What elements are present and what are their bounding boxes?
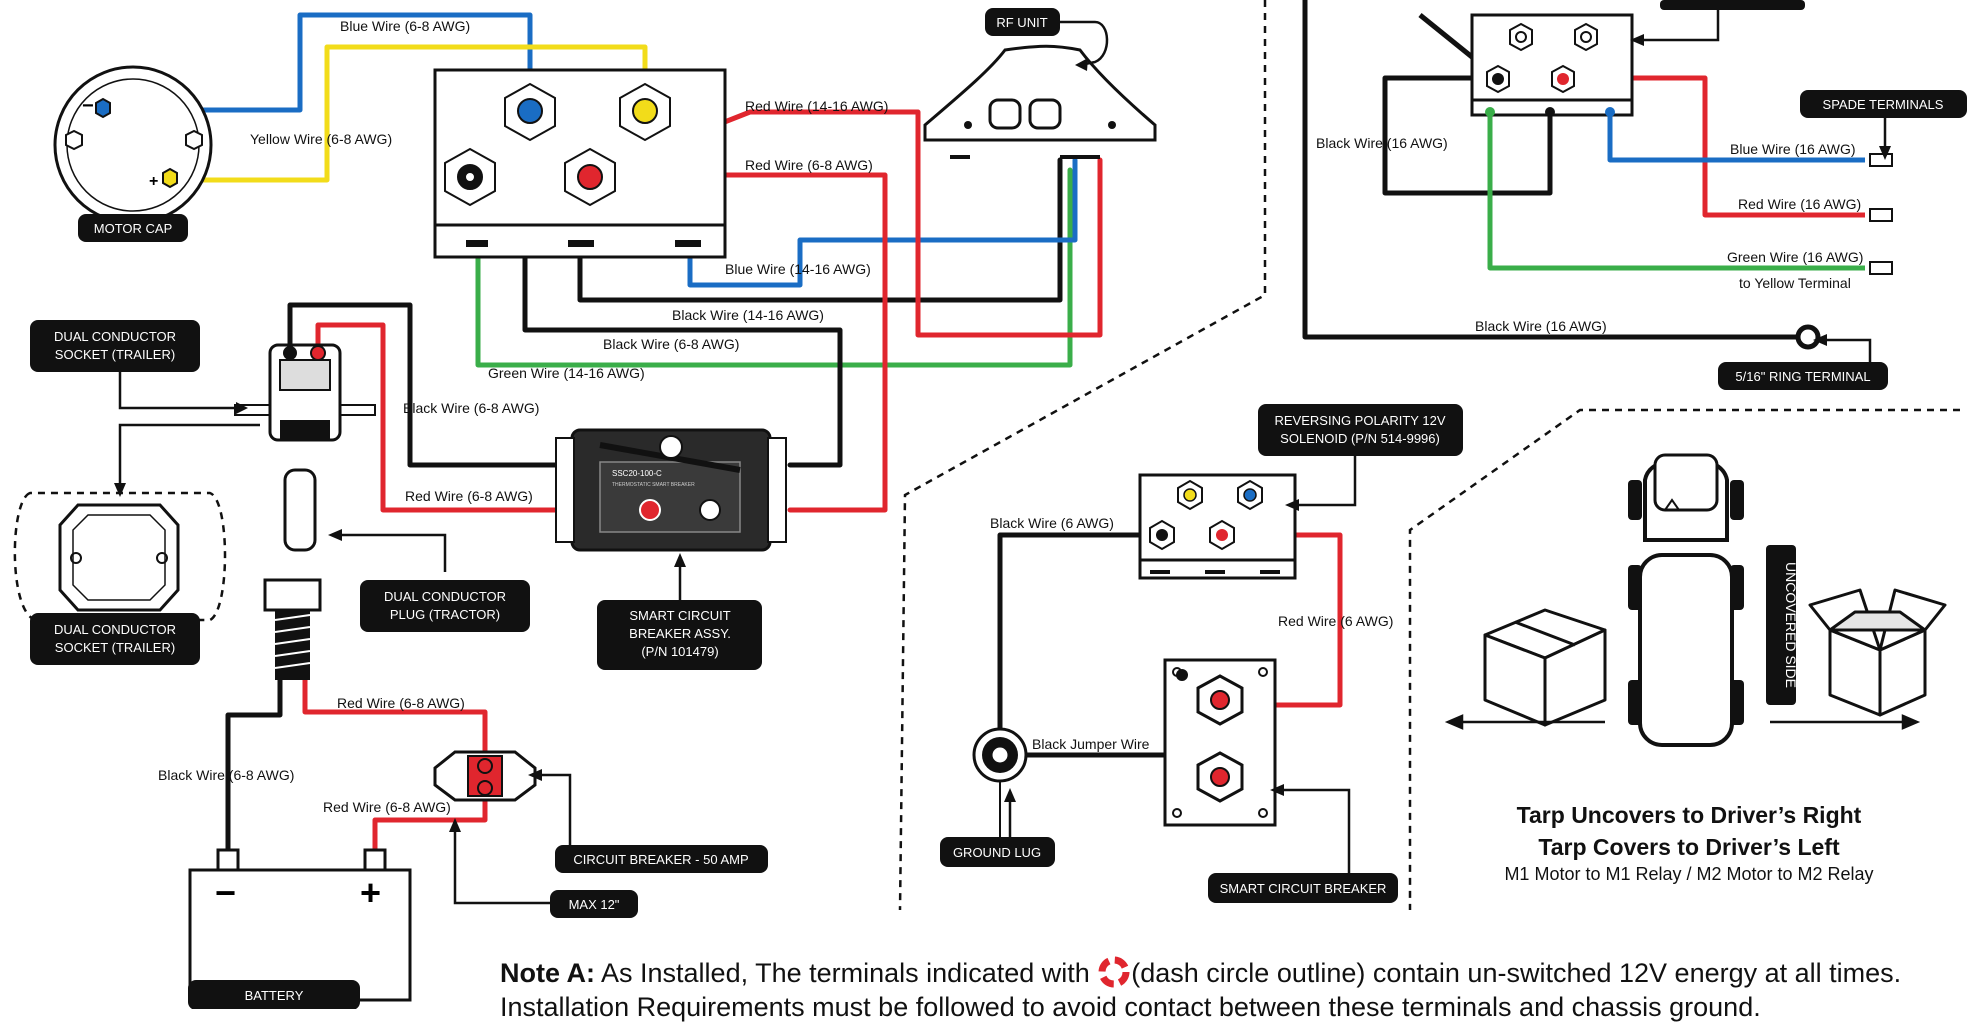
label-green-16: Green Wire (16 AWG) <box>1727 249 1863 265</box>
label-blue-6-8: Blue Wire (6-8 AWG) <box>340 18 470 34</box>
dash-circle-icon <box>1098 956 1130 988</box>
wire-labels: Blue Wire (6-8 AWG) Yellow Wire (6-8 AWG… <box>158 18 1863 815</box>
rf-detail-wires <box>1302 0 1865 340</box>
reversing-solenoid-callout-l2: SOLENOID (P/N 514-9996) <box>1280 431 1440 446</box>
smart-circuit-breaker-assembly: SSC20-100-C THERMOSTATIC SMART BREAKER <box>555 428 787 552</box>
label-red-6-8-left: Red Wire (6-8 AWG) <box>405 488 533 504</box>
smart-cb-callout: SMART CIRCUIT BREAKER <box>1220 881 1387 896</box>
spade-terminal-2 <box>1869 208 1893 222</box>
tarp-line-1: Tarp Uncovers to Driver’s Right <box>1516 802 1862 828</box>
label-black-jumper: Black Jumper Wire <box>1032 736 1150 752</box>
main-wires <box>100 12 1103 873</box>
label-yellow-6-8: Yellow Wire (6-8 AWG) <box>250 131 392 147</box>
rf-detail-solenoid <box>1470 13 1893 350</box>
ground-lug <box>972 727 1028 840</box>
dual-conductor-plug <box>263 468 322 680</box>
ground-lug-callout: GROUND LUG <box>953 845 1041 860</box>
label-red-6-8-top: Red Wire (6-8 AWG) <box>745 157 873 173</box>
motor-cap-callout: MOTOR CAP <box>94 221 173 236</box>
label-black-16-tr: Black Wire (16 AWG) <box>1316 135 1448 151</box>
note-line-2: Installation Requirements must be follow… <box>500 992 1761 1022</box>
motor-cap-minus: − <box>82 95 94 117</box>
note-text-before: As Installed, The terminals indicated wi… <box>595 958 1098 988</box>
dual-socket-top-callout-l2: SOCKET (TRAILER) <box>55 347 175 362</box>
label-black-6-8-mid: Black Wire (6-8 AWG) <box>603 336 739 352</box>
dual-socket-top-callout-l1: DUAL CONDUCTOR <box>54 329 176 344</box>
smart-cb-assy-callout-l3: (P/N 101479) <box>641 644 718 659</box>
motor-cap: − + <box>53 65 213 225</box>
dual-socket-bottom-callout-l2: SOCKET (TRAILER) <box>55 640 175 655</box>
main-solenoid <box>433 68 727 259</box>
smart-circuit-breaker <box>1163 658 1277 827</box>
tarp-line-3: M1 Motor to M1 Relay / M2 Motor to M2 Re… <box>1504 864 1874 884</box>
label-to-yellow: to Yellow Terminal <box>1739 275 1851 291</box>
callout-boxes <box>30 0 1967 1009</box>
max-12-callout: MAX 12" <box>569 897 620 912</box>
cb-50-callout: CIRCUIT BREAKER - 50 AMP <box>573 852 748 867</box>
label-red-6-8-battery: Red Wire (6-8 AWG) <box>323 799 451 815</box>
dual-socket-bottom-callout-l1: DUAL CONDUCTOR <box>54 622 176 637</box>
battery-minus: − <box>215 872 236 913</box>
dual-plug-callout-l2: PLUG (TRACTOR) <box>390 607 500 622</box>
label-red-14-16: Red Wire (14-16 AWG) <box>745 98 888 114</box>
battery: − + <box>188 848 412 1002</box>
label-black-6-8-battery: Black Wire (6-8 AWG) <box>158 767 294 783</box>
label-green-14-16: Green Wire (14-16 AWG) <box>488 365 645 381</box>
battery-callout: BATTERY <box>245 988 304 1003</box>
closed-box-icon <box>1483 608 1607 727</box>
smart-cb-assy-callout-l2: BREAKER ASSY. <box>629 626 731 641</box>
open-box-icon <box>1808 588 1947 717</box>
callout-text: MOTOR CAP RF UNIT DUAL CONDUCTOR SOCKET … <box>54 15 1944 1003</box>
breaker-sub-text: THERMOSTATIC SMART BREAKER <box>612 482 695 488</box>
spade-terminal-3 <box>1869 261 1893 275</box>
breaker-model-text: SSC20-100-C <box>612 469 662 478</box>
reversing-solenoid-callout-l1: REVERSING POLARITY 12V <box>1275 413 1446 428</box>
label-black-14-16: Black Wire (14-16 AWG) <box>672 307 824 323</box>
note-text-after: (dash circle outline) contain un-switche… <box>1131 958 1902 988</box>
motor-cap-plus: + <box>149 173 158 190</box>
label-black-6-8-left: Black Wire (6-8 AWG) <box>403 400 539 416</box>
label-red-6: Red Wire (6 AWG) <box>1278 613 1393 629</box>
ring-terminal <box>1795 324 1821 350</box>
spade-terminal-1 <box>1869 153 1893 167</box>
tarp-line-2: Tarp Covers to Driver’s Left <box>1538 834 1840 860</box>
dual-plug-callout-l1: DUAL CONDUCTOR <box>384 589 506 604</box>
uncovered-side-label: UNCOVERED SIDE <box>1783 562 1799 688</box>
dual-conductor-socket-top <box>234 343 376 442</box>
battery-plus: + <box>360 872 381 913</box>
rf-unit <box>923 44 1157 159</box>
note-a: Note A: As Installed, The terminals indi… <box>500 955 1960 1024</box>
motor-cap-positive-terminal <box>162 167 178 189</box>
label-black-16-bottom: Black Wire (16 AWG) <box>1475 318 1607 334</box>
note-label: Note A: <box>500 958 595 988</box>
label-red-16: Red Wire (16 AWG) <box>1738 196 1861 212</box>
section-dividers <box>898 0 1960 911</box>
reversing-polarity-solenoid <box>1138 473 1297 580</box>
tarp-scene: UNCOVERED SIDE <box>1444 453 1947 747</box>
spade-terminals-callout: SPADE TERMINALS <box>1823 97 1944 112</box>
label-black-6: Black Wire (6 AWG) <box>990 515 1114 531</box>
dual-conductor-socket-bottom <box>13 491 227 622</box>
leader-arrowheads <box>114 34 1891 832</box>
rf-unit-callout: RF UNIT <box>996 15 1047 30</box>
motor-cap-negative-terminal <box>95 97 111 119</box>
smart-cb-assy-callout-l1: SMART CIRCUIT <box>629 608 730 623</box>
ring-terminal-callout: 5/16" RING TERMINAL <box>1735 369 1870 384</box>
label-red-6-8-plug: Red Wire (6-8 AWG) <box>337 695 465 711</box>
label-blue-14-16: Blue Wire (14-16 AWG) <box>725 261 871 277</box>
label-blue-16: Blue Wire (16 AWG) <box>1730 141 1856 157</box>
circuit-breaker-50-amp <box>433 750 537 802</box>
